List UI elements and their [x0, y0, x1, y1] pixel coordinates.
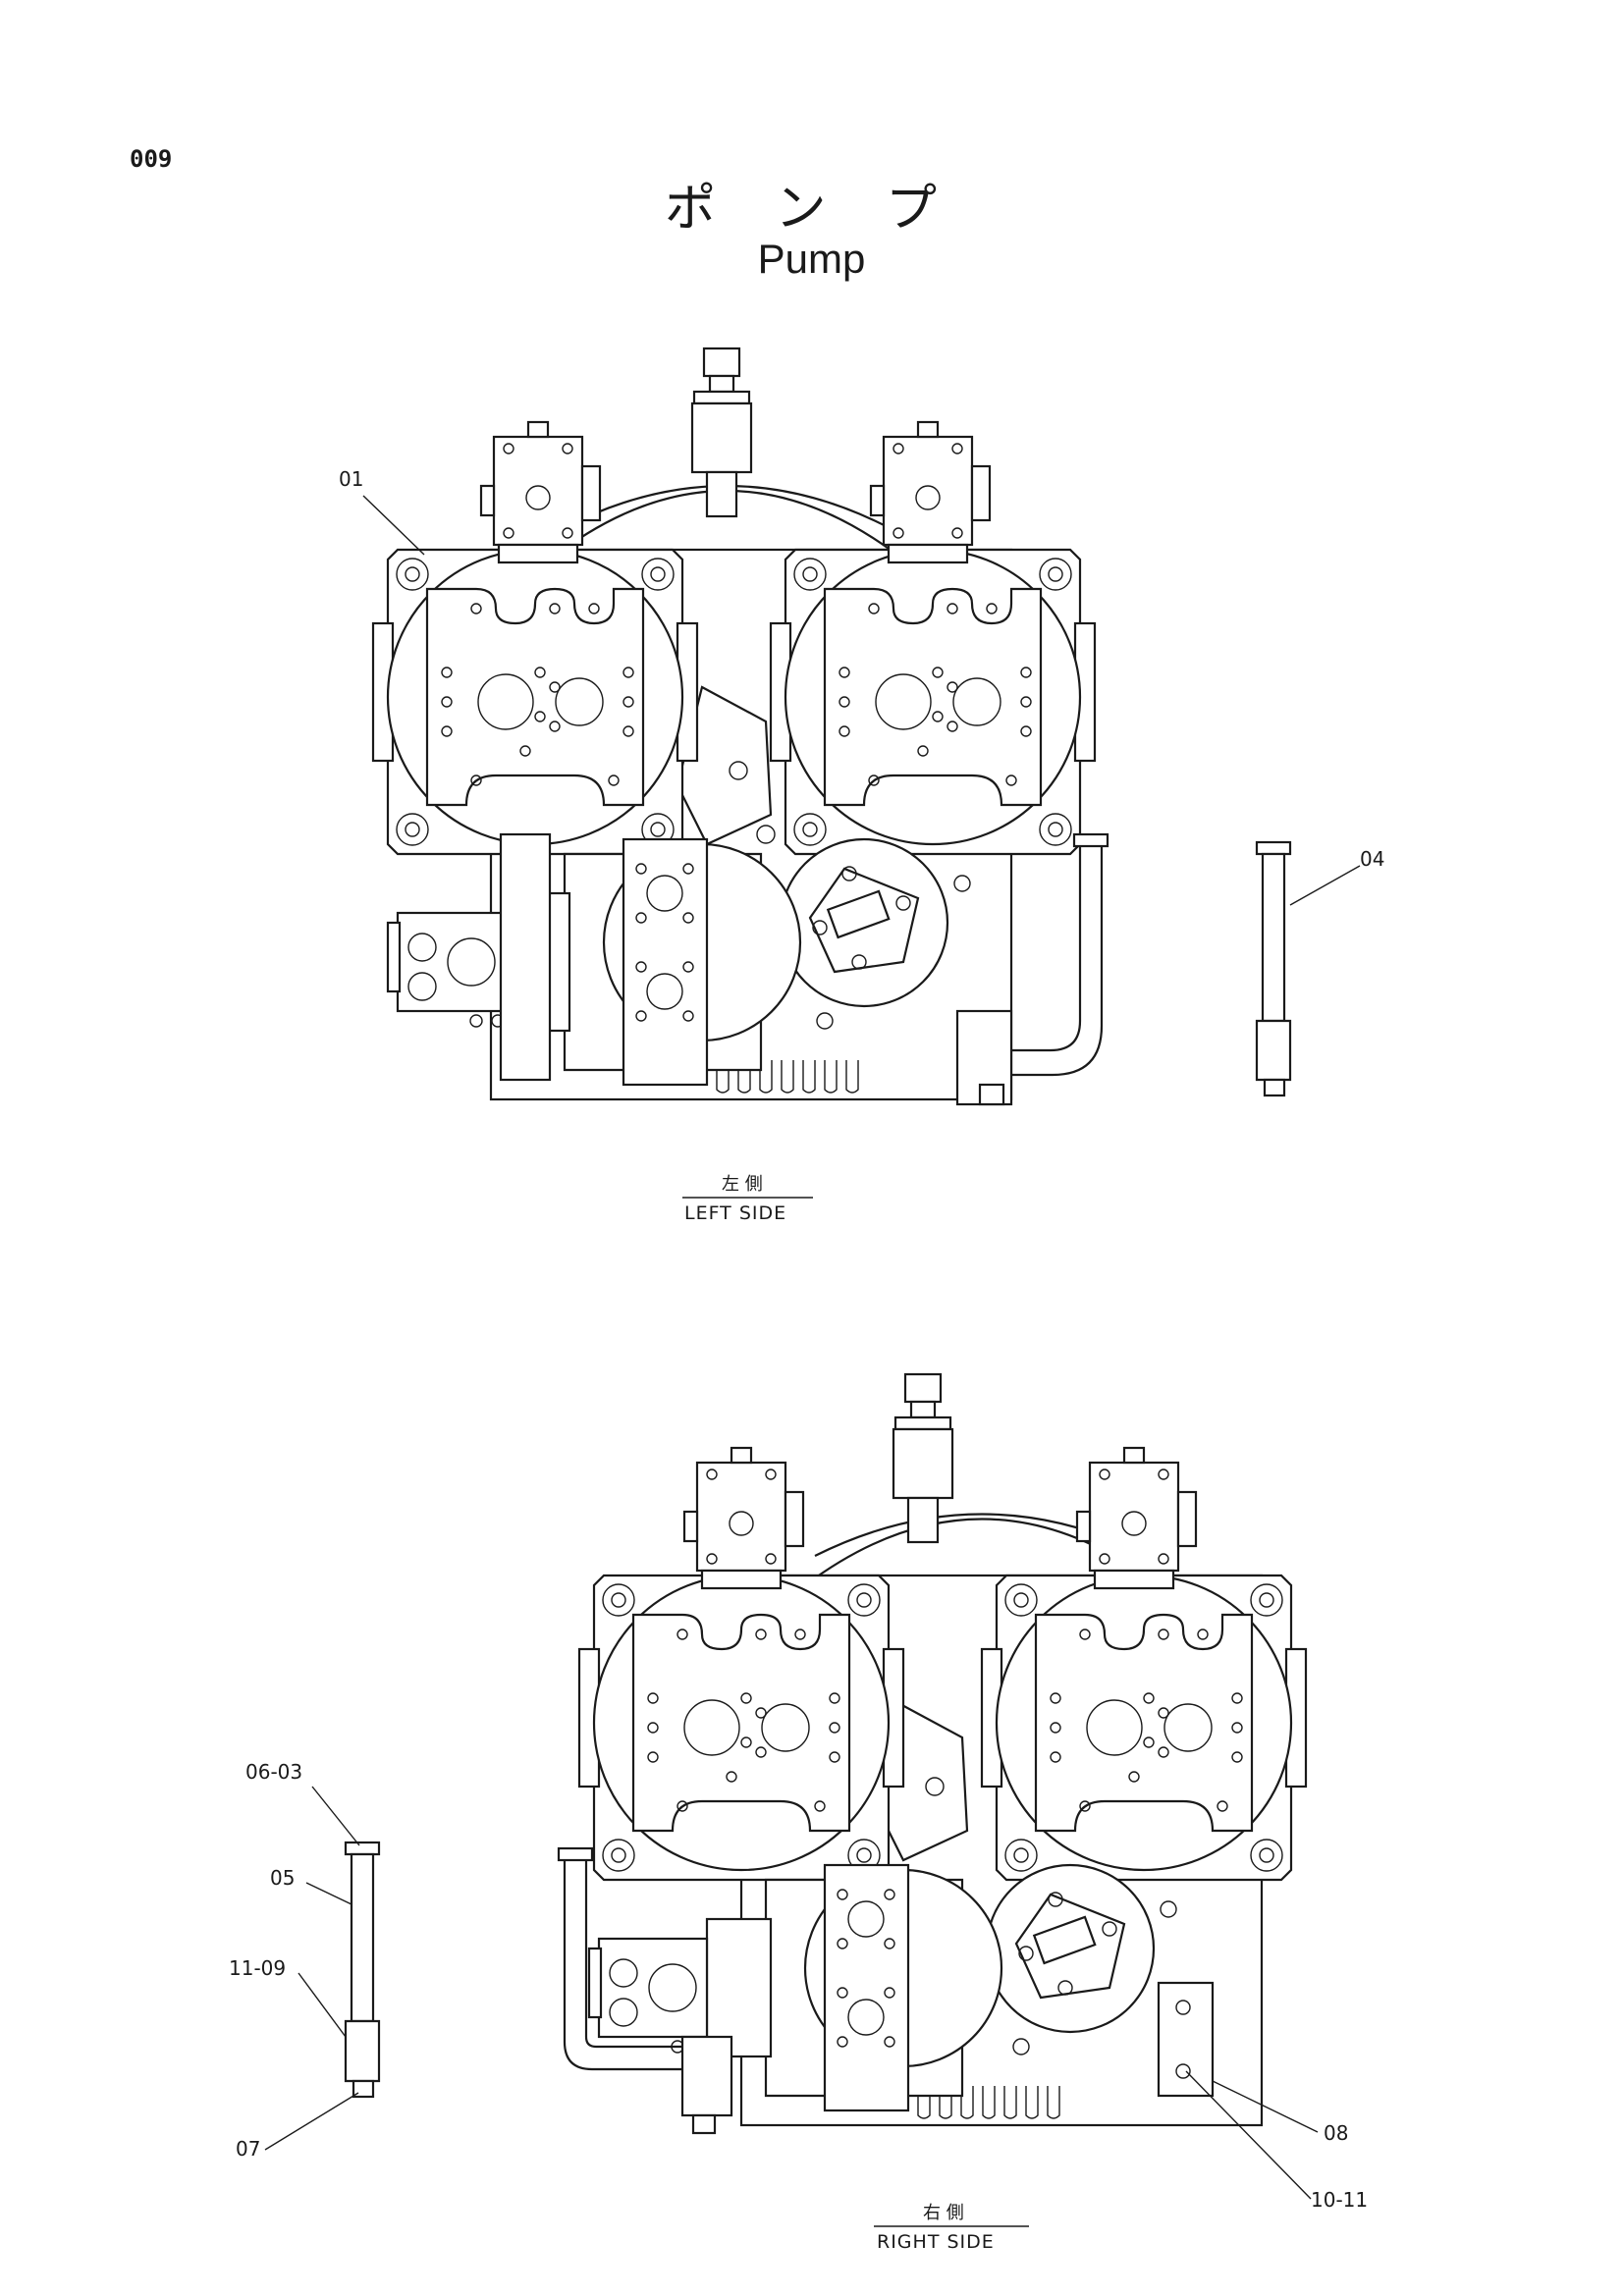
callout-11-09: 11-09 [229, 1956, 286, 1980]
right-side-label-jp: 右 側 [923, 2203, 964, 2223]
callout-10-11: 10-11 [1311, 2188, 1368, 2212]
title-english: Pump [757, 236, 866, 282]
left-side-label-en: LEFT SIDE [684, 1202, 786, 1224]
right-side-view: 06-03 05 11-09 07 08 10-11 右 側 RIGHT SID… [229, 1372, 1368, 2253]
leader-04 [1289, 865, 1361, 906]
callout-05: 05 [270, 1866, 295, 1890]
callout-08: 08 [1324, 2121, 1348, 2145]
callout-01: 01 [339, 467, 363, 491]
page-number: 009 [130, 145, 173, 173]
callout-04: 04 [1360, 847, 1384, 871]
callout-07: 07 [236, 2137, 260, 2161]
callout-06-03: 06-03 [245, 1760, 302, 1784]
left-side-label-jp: 左 側 [722, 1174, 763, 1195]
title-japanese: ポ ン プ [664, 180, 959, 239]
leader-01 [362, 495, 425, 556]
left-side-view: 01 04 左 側 LEFT SIDE [339, 347, 1384, 1224]
right-side-label-en: RIGHT SIDE [877, 2231, 995, 2253]
